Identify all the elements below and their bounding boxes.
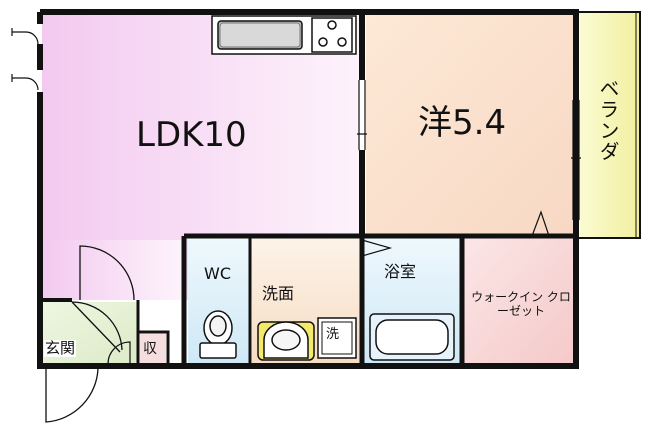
closet-door — [531, 210, 550, 237]
walls — [37, 9, 579, 369]
ldk-door — [79, 245, 135, 301]
entrance-door — [45, 301, 123, 423]
ldk-label: LDK10 — [136, 115, 247, 155]
ldk-floor-lower — [42, 240, 182, 300]
washroom-label: 洗面 — [262, 284, 295, 303]
storage-floor — [140, 334, 166, 364]
shoe-closet-door — [107, 341, 131, 365]
veranda-outline — [578, 11, 641, 239]
bathroom-label: 浴室 — [384, 262, 417, 281]
veranda-label: ベランダ — [596, 78, 620, 162]
washer-label: 洗 — [326, 327, 340, 342]
washing-machine — [317, 317, 357, 359]
washroom-opening — [254, 235, 393, 257]
toilet-fixture — [199, 310, 237, 359]
kitchen-counter — [211, 15, 357, 55]
western-room-label: 洋5.4 — [418, 103, 507, 143]
closet-floor — [464, 238, 574, 364]
western-room-floor — [366, 14, 574, 236]
storage-label: 収 — [143, 341, 157, 357]
veranda-floor — [580, 12, 640, 238]
entrance-label: 玄関 — [44, 339, 77, 357]
walk-in-closet-label: ウォークイン クローゼット — [471, 290, 571, 319]
left-windows — [11, 28, 39, 91]
sliding-door-ldk — [357, 80, 367, 150]
bathtub — [369, 313, 455, 361]
sliding-window-veranda — [571, 100, 581, 220]
wash-basin — [257, 321, 315, 361]
toilet-label: WC — [204, 264, 231, 283]
